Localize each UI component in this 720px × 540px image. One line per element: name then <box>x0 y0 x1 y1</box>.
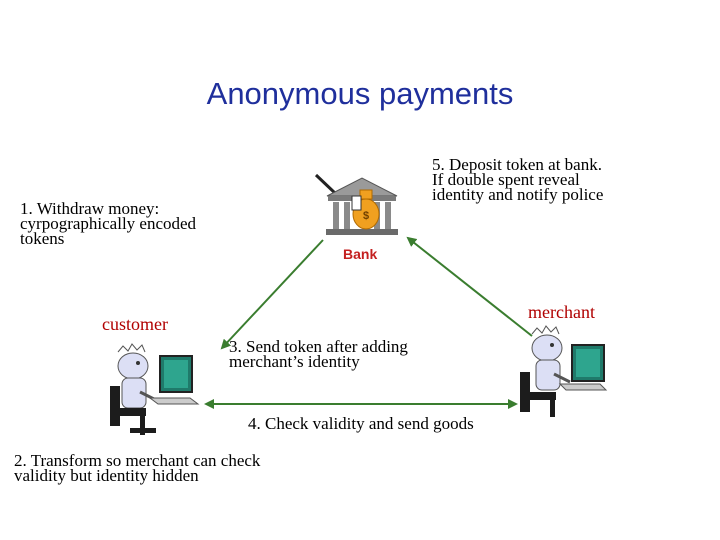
step-3-text: 3. Send token after adding merchant’s id… <box>229 337 408 371</box>
step-1-line-2: cyrpographically encoded <box>20 214 197 233</box>
step-2-text: 2. Transform so merchant can check valid… <box>14 451 261 485</box>
page-title: Anonymous payments <box>206 76 514 111</box>
bank-label: Bank <box>343 246 378 262</box>
step-5-line-3: identity and notify police <box>432 185 604 204</box>
step-2-line-1: 2. Transform so merchant can check <box>14 451 261 470</box>
step-5-line-1: 5. Deposit token at bank. <box>432 155 602 174</box>
arrow-merchant-to-bank <box>406 236 533 337</box>
step-4-text: 4. Check validity and send goods <box>248 414 474 433</box>
arrow-bank-to-customer <box>220 239 324 350</box>
step-1-line-3: tokens <box>20 229 65 248</box>
money-bag-icon: $ <box>351 189 380 230</box>
merchant-label: merchant <box>528 302 595 322</box>
step-3-line-2: merchant’s identity <box>229 352 360 371</box>
svg-text:$: $ <box>363 210 369 222</box>
customer-at-computer-icon <box>110 343 200 435</box>
step-1-line-1: 1. Withdraw money: <box>20 199 160 218</box>
merchant-at-computer-icon <box>520 325 608 417</box>
customer-label: customer <box>102 314 168 334</box>
step-5-line-2: If double spent reveal <box>432 170 580 189</box>
step-5-text: 5. Deposit token at bank. If double spen… <box>432 155 604 204</box>
step-2-line-2: validity but identity hidden <box>14 466 199 485</box>
step-1-text: 1. Withdraw money: cyrpographically enco… <box>20 199 197 248</box>
step-3-line-1: 3. Send token after adding <box>229 337 408 356</box>
